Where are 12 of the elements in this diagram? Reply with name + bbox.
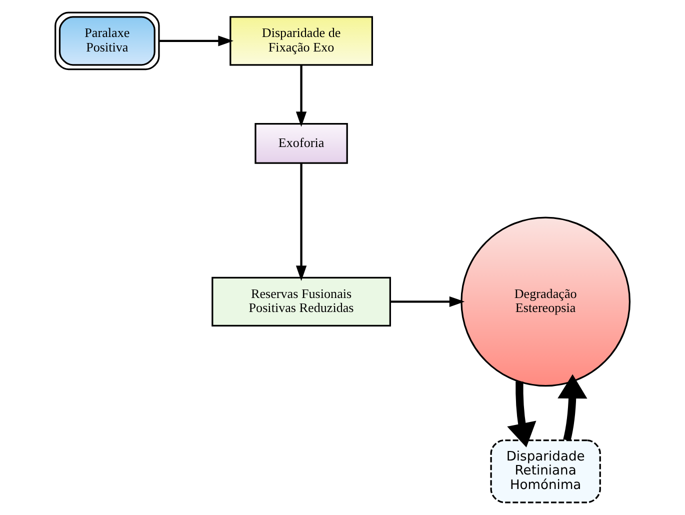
node-box: Disparidade Retiniana Homónima	[490, 439, 601, 504]
arrow	[390, 296, 465, 308]
node-box: Exoforia	[254, 123, 348, 164]
node-circle: Degradação Estereopsia	[460, 216, 631, 387]
arrow	[159, 36, 234, 46]
arrow	[507, 382, 536, 448]
node-box: Reservas Fusionais Positivas Reduzidas	[212, 276, 391, 326]
node-box: Paralaxe Positiva	[54, 12, 160, 70]
node-box: Disparidade de Fixação Exo	[230, 16, 373, 66]
arrow	[558, 374, 588, 442]
arrow	[296, 65, 307, 127]
arrow	[296, 163, 307, 281]
